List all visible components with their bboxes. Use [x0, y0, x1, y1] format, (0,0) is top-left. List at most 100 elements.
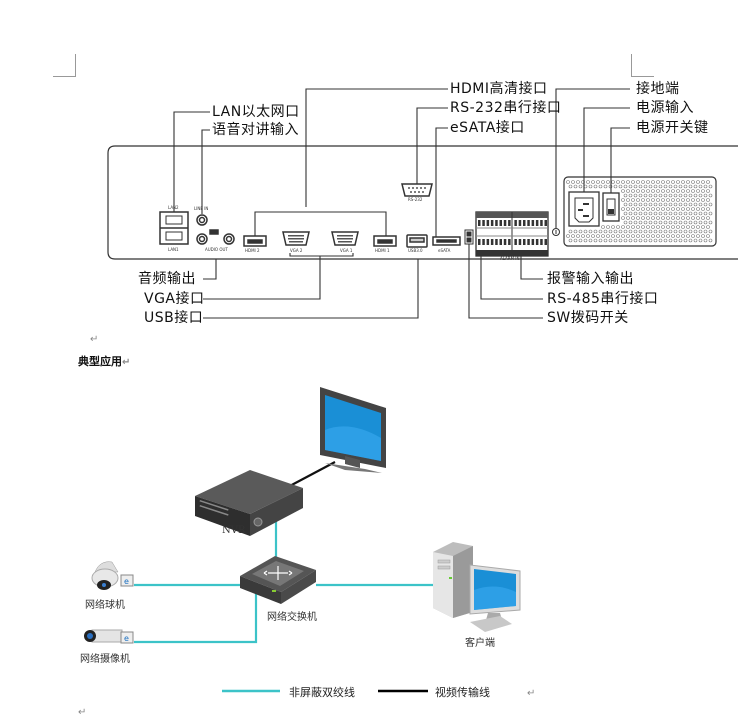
- vent-hole: [636, 207, 640, 211]
- vent-hole: [703, 202, 708, 207]
- vent-hole: [631, 225, 635, 229]
- vent-hole: [676, 225, 680, 229]
- vent-hole: [661, 180, 665, 184]
- vent-hole: [651, 180, 655, 184]
- vent-hole: [641, 198, 645, 202]
- vent-hole: [638, 220, 643, 225]
- vent-hole: [668, 193, 673, 198]
- vent-hole: [653, 211, 658, 216]
- vent-hole: [643, 220, 648, 225]
- video-cable-nvr-monitor: [285, 461, 336, 489]
- vent-hole: [628, 220, 633, 225]
- vent-hole: [591, 234, 595, 238]
- vent-hole: [663, 184, 668, 189]
- vent-hole: [681, 180, 685, 184]
- vent-hole: [678, 193, 683, 198]
- vent-hole: [638, 229, 643, 234]
- vent-hole: [626, 234, 630, 238]
- vent-hole: [698, 193, 703, 198]
- vga-ports: [282, 231, 359, 246]
- vent-hole: [638, 193, 643, 198]
- vent-hole: [676, 216, 680, 220]
- vent-hole: [653, 238, 658, 243]
- vent-hole: [643, 202, 648, 207]
- label-audio-in: 语音对讲输入: [212, 122, 299, 138]
- vent-hole: [648, 211, 653, 216]
- vent-hole: [628, 202, 633, 207]
- vent-hole: [628, 193, 633, 198]
- rs232-port: [401, 183, 433, 197]
- vent-hole: [603, 229, 608, 234]
- vent-hole: [646, 189, 650, 193]
- vent-hole: [696, 198, 700, 202]
- vent-hole: [701, 189, 705, 193]
- vent-hole: [651, 216, 655, 220]
- hdmi1-port: [373, 235, 397, 247]
- vent-hole: [671, 234, 675, 238]
- vent-hole: [611, 225, 615, 229]
- vent-hole: [671, 207, 675, 211]
- vent-hole: [648, 193, 653, 198]
- vent-hole: [638, 211, 643, 216]
- node-label-client: 客户端: [465, 638, 495, 649]
- client-pc-icon: [433, 542, 521, 632]
- caption-hdmi1: HDMI 1: [375, 248, 390, 253]
- svg-text:e: e: [124, 634, 129, 643]
- vent-hole: [668, 229, 673, 234]
- esata-port: [432, 236, 461, 246]
- terminal-pin: [544, 239, 547, 245]
- terminal-pin: [518, 239, 522, 245]
- terminal-pin: [503, 239, 507, 245]
- vent-hole: [676, 189, 680, 193]
- vent-hole: [633, 238, 638, 243]
- vent-hole: [568, 229, 573, 234]
- label-hdmi: HDMI高清接口: [450, 81, 548, 97]
- vent-hole: [596, 180, 600, 184]
- vent-hole: [691, 198, 695, 202]
- vent-hole: [671, 198, 675, 202]
- terminal-pin: [518, 220, 522, 226]
- vent-hole: [703, 211, 708, 216]
- vent-hole: [663, 229, 668, 234]
- rear-panel-diagram: LAN2 LAN1 LINE IN AUDIO OUT HDMI 2 VGA 2…: [107, 88, 738, 319]
- vent-hole: [676, 207, 680, 211]
- vent-hole: [696, 189, 700, 193]
- section-heading: 典型应用↵: [78, 353, 130, 369]
- vent-hole: [648, 202, 653, 207]
- vent-hole: [616, 234, 620, 238]
- vent-hole: [621, 180, 625, 184]
- vent-hole: [688, 238, 693, 243]
- vent-hole: [638, 202, 643, 207]
- terminal-pin: [478, 220, 481, 226]
- terminal-pin: [540, 220, 543, 226]
- vent-hole: [588, 229, 593, 234]
- vent-hole: [703, 193, 708, 198]
- switch-icon: [240, 556, 316, 604]
- terminal-pin: [503, 220, 507, 226]
- vent-hole: [641, 207, 645, 211]
- vent-hole: [706, 234, 710, 238]
- vent-hole: [691, 189, 695, 193]
- vent-hole: [648, 229, 653, 234]
- vent-hole: [656, 189, 660, 193]
- vent-hole: [653, 229, 658, 234]
- vent-hole: [588, 184, 593, 189]
- vent-hole: [631, 207, 635, 211]
- vent-hole: [703, 184, 708, 189]
- vent-hole: [613, 184, 618, 189]
- terminal-pin: [523, 220, 526, 226]
- vent-hole: [696, 234, 700, 238]
- vent-hole: [666, 234, 670, 238]
- vent-hole: [683, 229, 688, 234]
- vent-hole: [631, 234, 635, 238]
- vent-hole: [701, 234, 705, 238]
- vent-hole: [623, 193, 628, 198]
- caption-lan2: LAN2: [168, 205, 179, 210]
- vent-hole: [686, 189, 690, 193]
- vent-hole: [686, 180, 690, 184]
- vent-hole: [646, 216, 650, 220]
- vent-hole: [586, 180, 590, 184]
- vent-hole: [683, 193, 688, 198]
- terminal-pin: [495, 239, 498, 245]
- power-supply-grille: [563, 176, 717, 247]
